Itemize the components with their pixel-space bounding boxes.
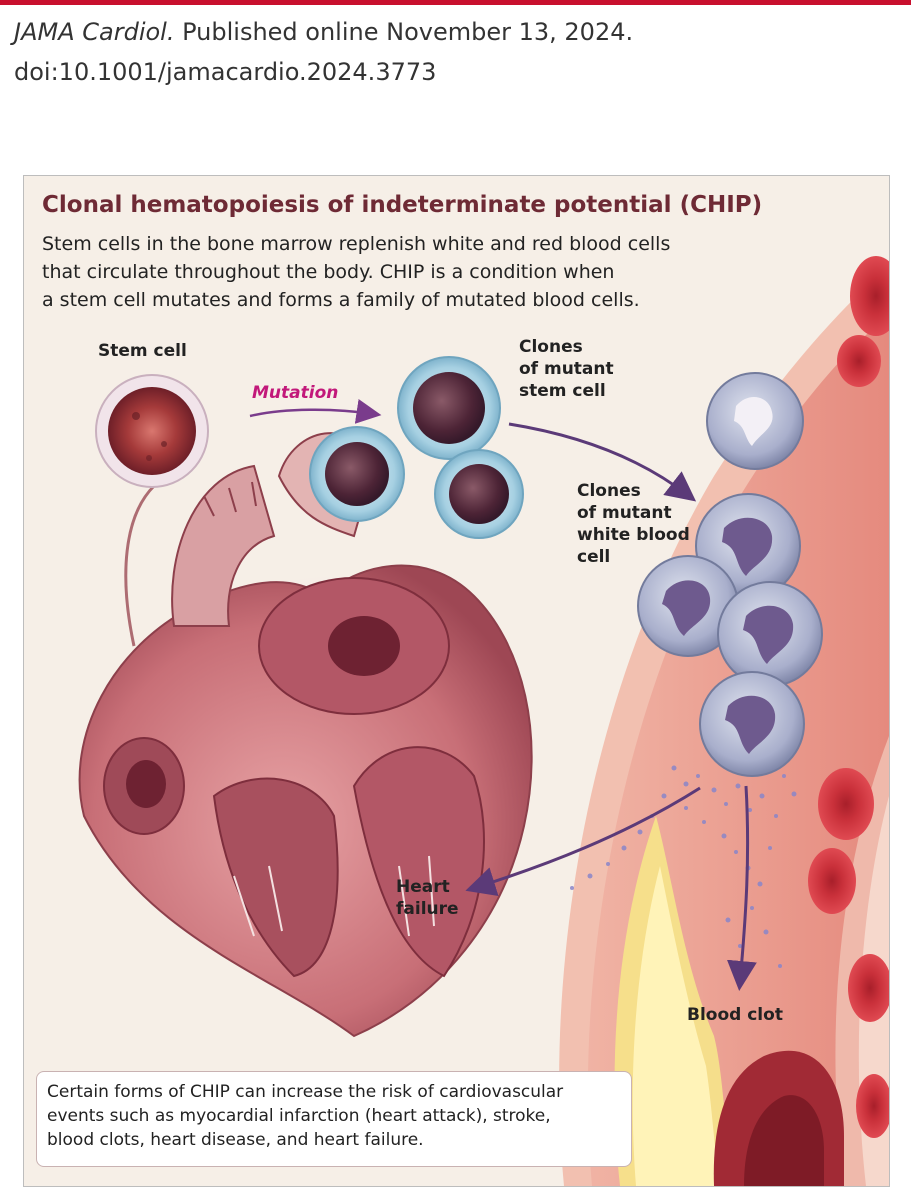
mutation-label: Mutation xyxy=(252,383,339,403)
figure-intro: Stem cells in the bone marrow replenish … xyxy=(42,230,802,314)
label-line: Clones xyxy=(577,481,641,501)
intro-line: Stem cells in the bone marrow replenish … xyxy=(42,233,671,255)
clones-stem-cell-label: Clones of mutant stem cell xyxy=(519,336,614,402)
doi-text: doi:10.1001/jamacardio.2024.3773 xyxy=(14,58,437,86)
risk-note: Certain forms of CHIP can increase the r… xyxy=(36,1071,632,1167)
citation: JAMA Cardiol. Published online November … xyxy=(14,12,633,92)
intro-line: that circulate throughout the body. CHIP… xyxy=(42,261,615,283)
note-line: events such as myocardial infarction (he… xyxy=(47,1106,551,1126)
publication-date: Published online November 13, 2024. xyxy=(182,18,634,46)
clones-white-blood-cell-label: Clones of mutant white blood cell xyxy=(577,480,690,568)
citation-line-1: JAMA Cardiol. Published online November … xyxy=(14,12,633,52)
note-line: Certain forms of CHIP can increase the r… xyxy=(47,1082,564,1102)
label-line: cell xyxy=(577,547,611,567)
label-line: Heart xyxy=(396,877,450,897)
figure-title: Clonal hematopoiesis of indeterminate po… xyxy=(42,192,763,218)
blood-clot-label: Blood clot xyxy=(687,1005,783,1025)
label-line: failure xyxy=(396,899,459,919)
label-line: stem cell xyxy=(519,381,606,401)
heart-failure-label: Heart failure xyxy=(396,876,459,920)
intro-line: a stem cell mutates and forms a family o… xyxy=(42,289,640,311)
note-line: blood clots, heart disease, and heart fa… xyxy=(47,1130,424,1150)
label-line: white blood xyxy=(577,525,690,545)
label-line: of mutant xyxy=(577,503,672,523)
illustration-artwork xyxy=(78,256,889,1186)
brand-top-bar xyxy=(0,0,911,5)
chip-illustration: Clonal hematopoiesis of indeterminate po… xyxy=(23,175,890,1187)
label-line: Clones xyxy=(519,337,583,357)
label-line: of mutant xyxy=(519,359,614,379)
stem-cell-label: Stem cell xyxy=(98,341,187,361)
journal-name: JAMA Cardiol. xyxy=(14,18,175,46)
